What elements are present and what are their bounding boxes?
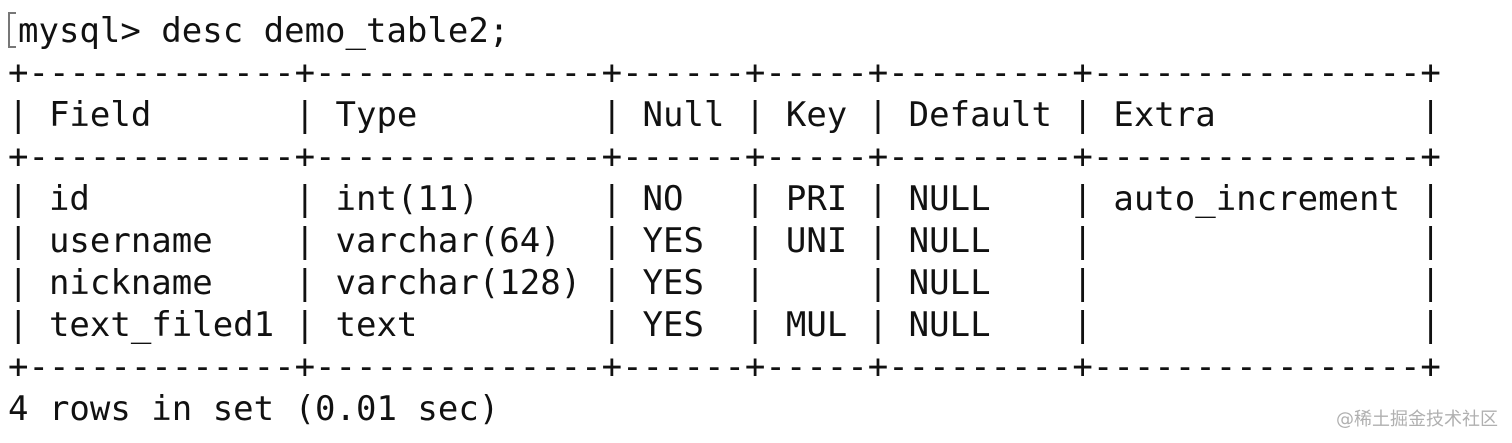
watermark: @稀土掘金技术社区	[1336, 409, 1498, 430]
prompt-text: mysql> desc demo_table2;	[18, 11, 510, 51]
table-border-top: +-------------+--------------+------+---…	[8, 53, 1441, 93]
table-border-mid: +-------------+--------------+------+---…	[8, 137, 1441, 177]
table-row: | text_filed1 | text | YES | MUL | NULL …	[8, 305, 1441, 345]
table-row: | id | int(11) | NO | PRI | NULL | auto_…	[8, 179, 1441, 219]
prompt-line: mysql> desc demo_table2;	[8, 10, 509, 52]
table-row: | nickname | varchar(128) | YES | | NULL…	[8, 263, 1441, 303]
table-header-row: | Field | Type | Null | Key | Default | …	[8, 95, 1441, 135]
table-row: | username | varchar(64) | YES | UNI | N…	[8, 221, 1441, 261]
result-summary: 4 rows in set (0.01 sec)	[8, 389, 500, 429]
cursor-bracket-icon	[8, 12, 16, 48]
table-border-bottom: +-------------+--------------+------+---…	[8, 347, 1441, 387]
